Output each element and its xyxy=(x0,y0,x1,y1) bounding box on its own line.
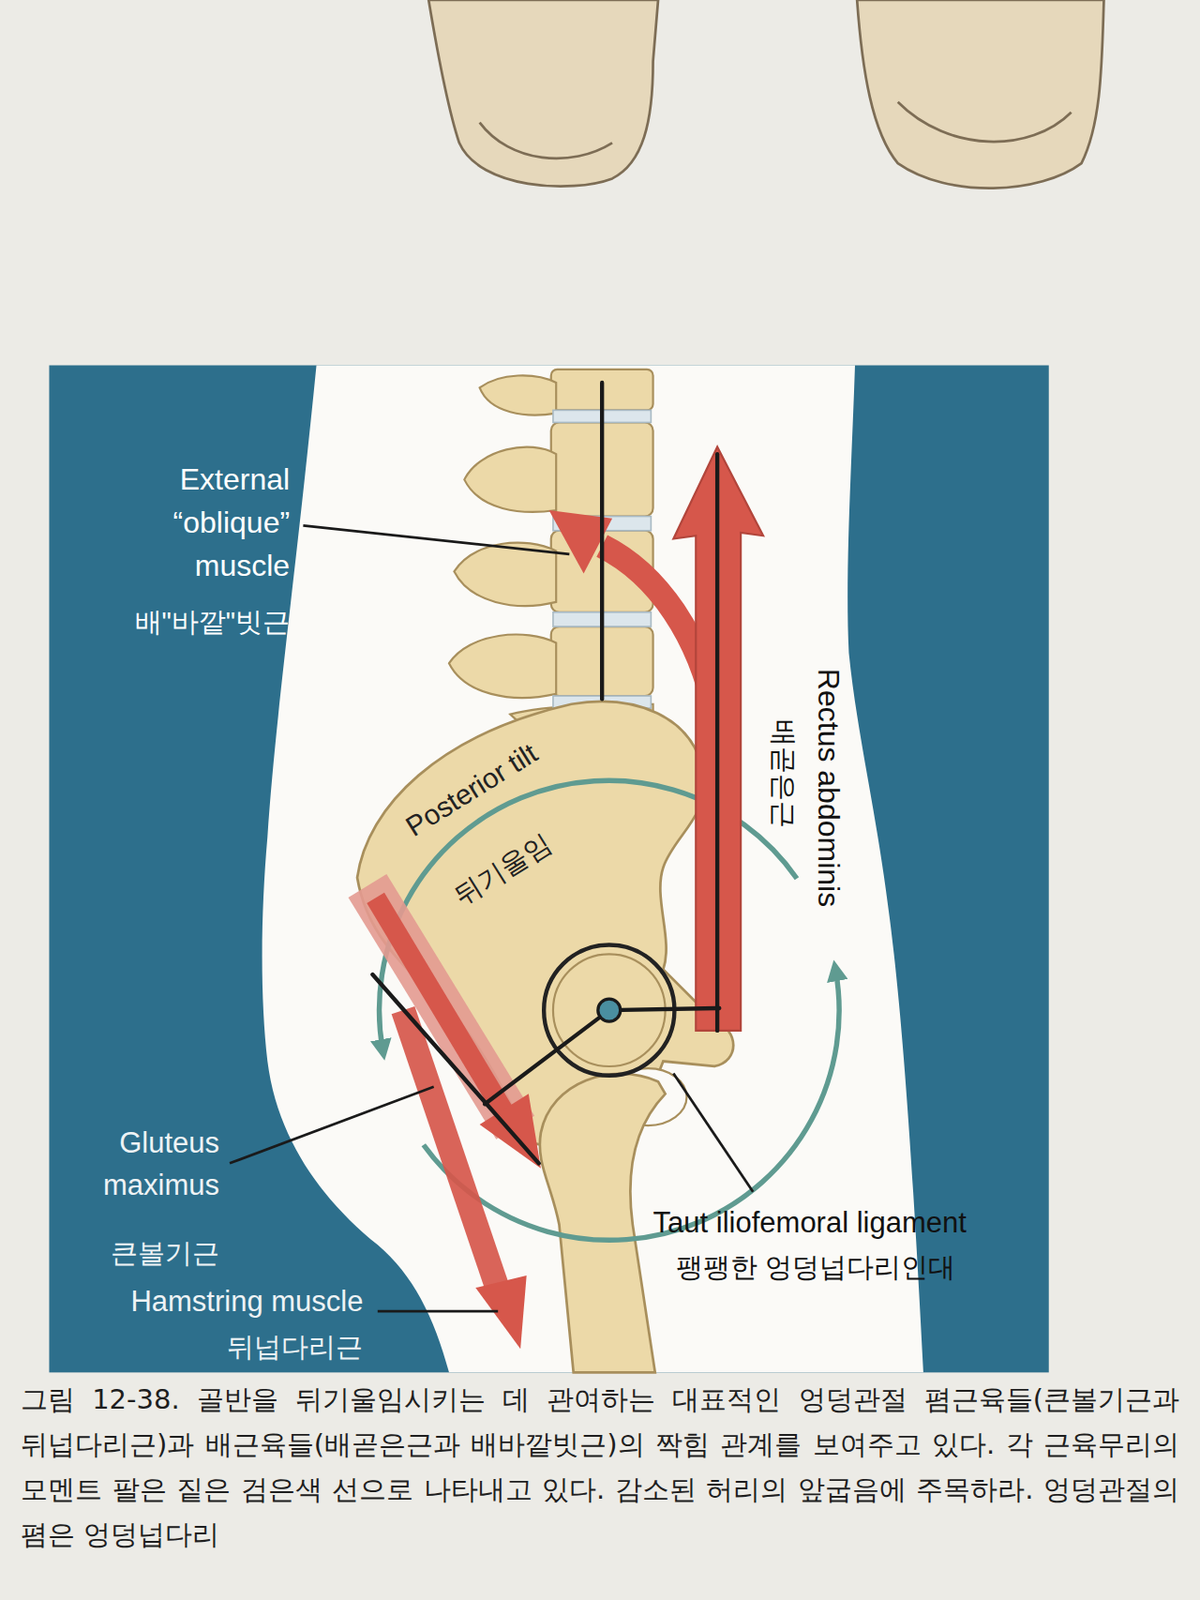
spine xyxy=(464,447,556,512)
muscle-label: 큰볼기근 xyxy=(56,1232,220,1273)
ligament-label: Taut iliofemoral ligament xyxy=(653,1201,967,1245)
leader-line xyxy=(229,1086,435,1164)
gluteus-arrow xyxy=(375,897,511,1122)
ligament-label: 팽팽한 엉덩넙다리인대 xyxy=(675,1246,956,1287)
knee-bone-drawing xyxy=(428,0,1104,189)
knee-bone-drawing xyxy=(898,102,1072,142)
leader-line xyxy=(229,525,753,1311)
muscle-label: 배곧은근 xyxy=(764,719,804,828)
moment-arm-line xyxy=(600,382,604,699)
hamstring-arrow xyxy=(403,1009,500,1296)
hip-axis xyxy=(598,998,621,1021)
figure-ground xyxy=(48,365,1049,1373)
femur xyxy=(540,1073,666,1372)
moment-arm-line xyxy=(484,1009,610,1104)
spine xyxy=(449,634,556,698)
rotation-arc xyxy=(423,970,840,1241)
hamstring-arrow xyxy=(403,1009,527,1349)
oblique-arrow xyxy=(549,510,720,735)
muscle-label: 뒤넙다리근 xyxy=(57,1326,364,1366)
moment-arm-line xyxy=(372,974,539,1163)
spine xyxy=(480,375,557,415)
moment-arm-line xyxy=(372,382,720,1163)
figure-caption: 그림 12-38. 골반을 뒤기울임시키는 데 관여하는 대표적인 엉덩관절 폄… xyxy=(20,1376,1180,1557)
muscle-label: External “oblique” muscle xyxy=(85,457,290,588)
motion-label: Posterior tilt xyxy=(397,733,545,847)
moment-arm-line xyxy=(609,1007,720,1010)
muscle-label: Hamstring muscle xyxy=(57,1280,364,1323)
muscle-label: Gluteus maximus xyxy=(76,1122,220,1207)
knee-bone-drawing xyxy=(428,0,659,187)
muscle-label: 배"바깥"빗근 xyxy=(45,601,290,642)
knee-bone-drawing xyxy=(856,0,1104,189)
leader-line xyxy=(377,1309,498,1313)
rectus-arrow xyxy=(673,447,764,1031)
leader-line xyxy=(302,525,570,554)
moment-arm-line xyxy=(715,453,720,1031)
motion-label: 뒤기울임 xyxy=(445,824,559,915)
knee-bone-drawing xyxy=(480,122,613,159)
leader-line xyxy=(673,1073,753,1192)
muscle-label: Rectus abdominis xyxy=(807,668,851,907)
